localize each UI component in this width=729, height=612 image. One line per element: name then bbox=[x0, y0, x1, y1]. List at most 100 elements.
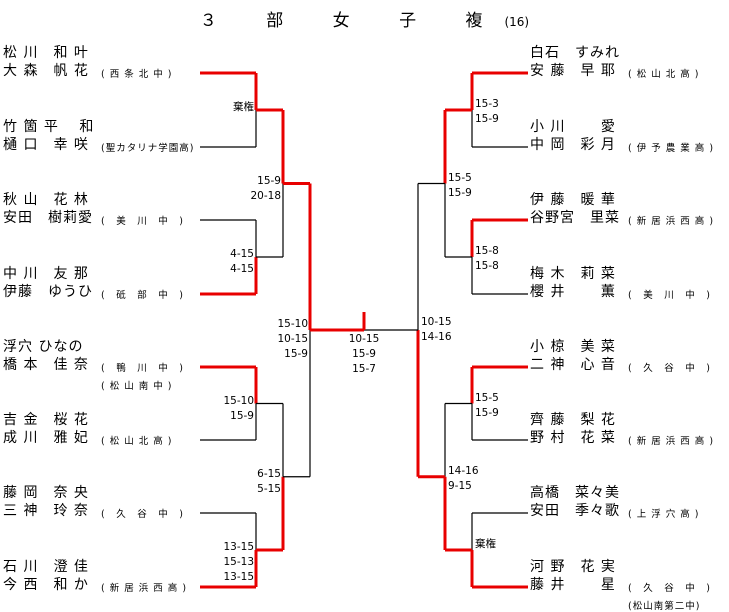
right-entry-school: ( 上 浮 穴 高 ) bbox=[628, 509, 700, 520]
player-name: 今 西 和 か bbox=[3, 577, 89, 593]
player-name: 竹 箇 平 和 bbox=[3, 119, 95, 135]
right-entry-school: ( 久 谷 中 ) bbox=[628, 363, 711, 374]
left-entry-names: 浮穴 ひなの橋 本 佳 奈 bbox=[3, 338, 89, 374]
right-r2-score: 15-5 15-9 bbox=[448, 171, 472, 201]
player-name: 小 川 愛 bbox=[530, 119, 616, 135]
title-draw-size: (16) bbox=[504, 15, 530, 29]
right-entry-school: ( 久 谷 中 ) bbox=[628, 583, 711, 594]
left-entry-names: 松 川 和 叶大 森 帆 花 bbox=[3, 44, 89, 80]
player-name: 安田 樹莉愛 bbox=[3, 210, 93, 226]
player-name: 白石 すみれ bbox=[530, 45, 620, 61]
left-entry-school: ( 松 山 北 高 ) bbox=[101, 436, 173, 447]
game-score: 15-9 bbox=[284, 348, 308, 360]
player-name: 成 川 雅 妃 bbox=[3, 430, 89, 446]
game-score: 6-15 bbox=[257, 467, 281, 480]
game-score: 10-15 bbox=[421, 316, 452, 328]
left-r2-score: 15-9 20-18 bbox=[250, 174, 281, 204]
player-name: 櫻 井 薫 bbox=[530, 284, 616, 300]
player-name: 松 川 和 叶 bbox=[3, 45, 89, 61]
player-name: 河 野 花 実 bbox=[530, 559, 616, 575]
right-r1-score: 15-5 15-9 bbox=[475, 391, 499, 421]
player-name: 中 岡 彩 月 bbox=[530, 137, 616, 153]
right-entry-names: 小 川 愛中 岡 彩 月 bbox=[530, 118, 616, 154]
game-score: 15-9 bbox=[475, 406, 499, 419]
left-entry-school: ( 西 条 北 中 ) bbox=[101, 69, 173, 80]
right-entry-school: ( 新 居 浜 西 高 ) bbox=[628, 216, 715, 227]
right-entry-school: ( 伊 予 農 業 高 ) bbox=[628, 143, 715, 154]
right-r1-score: 15-3 15-9 bbox=[475, 97, 499, 127]
left-entry-school: ( 美 川 中 ) bbox=[101, 216, 184, 227]
left-entry-names: 秋 山 花 林安田 樹莉愛 bbox=[3, 191, 93, 227]
game-score: 14-16 bbox=[448, 464, 479, 477]
player-name: 梅 木 莉 菜 bbox=[530, 266, 616, 282]
left-entry-school: ( 砥 部 中 ) bbox=[101, 290, 184, 301]
right-entry-school-2: (松山南第二中) bbox=[628, 601, 701, 612]
game-score: 15-9 bbox=[448, 186, 472, 199]
left-entry-names: 中 川 友 那伊藤 ゆうひ bbox=[3, 265, 93, 301]
right-entry-names: 齊 藤 梨 花野 村 花 菜 bbox=[530, 411, 616, 447]
player-name: 伊藤 ゆうひ bbox=[3, 284, 93, 300]
player-name: 高橋 菜々美 bbox=[530, 485, 620, 501]
player-name: 橋 本 佳 奈 bbox=[3, 357, 89, 373]
game-score: 棄権 bbox=[475, 538, 496, 550]
page-title: ３ 部 女 子 複(16) bbox=[0, 6, 729, 31]
left-entry-school: (聖カタリナ学園高) bbox=[101, 143, 195, 154]
player-name: 石 川 澄 佳 bbox=[3, 559, 89, 575]
player-name: 三 神 玲 奈 bbox=[3, 503, 89, 519]
player-name: 樋 口 幸 咲 bbox=[3, 137, 89, 153]
right-entry-names: 河 野 花 実藤 井 星 bbox=[530, 558, 616, 594]
player-name: 二 神 心 音 bbox=[530, 357, 616, 373]
game-score: 20-18 bbox=[250, 189, 281, 202]
player-name: 谷野宮 里菜 bbox=[530, 210, 620, 226]
left-r1-score: 4-15 4-15 bbox=[230, 247, 254, 277]
player-name: 小 椋 美 菜 bbox=[530, 339, 616, 355]
right-r2-score: 14-16 9-15 bbox=[448, 464, 479, 494]
player-name: 藤 岡 奈 央 bbox=[3, 485, 89, 501]
game-score: 10-15 bbox=[277, 333, 308, 345]
left-entry-names: 藤 岡 奈 央三 神 玲 奈 bbox=[3, 484, 89, 520]
game-score: 15-9 bbox=[475, 113, 499, 125]
game-score: 15-5 bbox=[448, 171, 472, 184]
game-score: 13-15 bbox=[223, 541, 254, 553]
left-entry-names: 竹 箇 平 和樋 口 幸 咲 bbox=[3, 118, 94, 154]
game-score: 15-7 bbox=[352, 363, 376, 375]
game-score: 15-10 bbox=[277, 318, 308, 330]
game-score: 5-15 bbox=[257, 482, 281, 495]
left-r3-score: 15-10 10-15 15-9 bbox=[277, 317, 308, 362]
left-entry-names: 吉 金 桜 花成 川 雅 妃 bbox=[3, 411, 89, 447]
game-score: 13-15 bbox=[223, 571, 254, 583]
right-entry-names: 白石 すみれ安 藤 早 耶 bbox=[530, 44, 620, 80]
right-entry-names: 伊 藤 暖 華谷野宮 里菜 bbox=[530, 191, 620, 227]
left-entry-school: ( 新 居 浜 西 高 ) bbox=[101, 583, 188, 594]
game-score: 15-9 bbox=[257, 174, 281, 187]
game-score: 15-3 bbox=[475, 98, 499, 110]
player-name: 藤 井 星 bbox=[530, 577, 616, 593]
left-r1-score: 13-15 15-13 13-15 bbox=[223, 540, 254, 585]
game-score: 4-15 bbox=[230, 263, 254, 275]
player-name: 吉 金 桜 花 bbox=[3, 412, 89, 428]
right-entry-school: ( 新 居 浜 西 高 ) bbox=[628, 436, 715, 447]
right-entry-names: 高橋 菜々美安田 季々歌 bbox=[530, 484, 620, 520]
left-entry-school: ( 鴨 川 中 ) bbox=[101, 363, 184, 374]
right-entry-school: ( 美 川 中 ) bbox=[628, 290, 711, 301]
right-entry-names: 梅 木 莉 菜櫻 井 薫 bbox=[530, 265, 616, 301]
game-score: 15-10 bbox=[223, 394, 254, 407]
left-entry-school-2: ( 松 山 南 中 ) bbox=[101, 381, 173, 392]
player-name: 秋 山 花 林 bbox=[3, 192, 89, 208]
left-r2-score: 6-15 5-15 bbox=[257, 467, 281, 497]
game-score: 15-13 bbox=[223, 556, 254, 568]
left-r1-score: 棄権 bbox=[233, 100, 254, 115]
right-entry-school: ( 松 山 北 高 ) bbox=[628, 69, 700, 80]
game-score: 9-15 bbox=[448, 479, 472, 492]
game-score: 15-5 bbox=[475, 391, 499, 404]
game-score: 4-15 bbox=[230, 248, 254, 260]
game-score: 10-15 bbox=[348, 333, 380, 345]
title-main: ３ 部 女 子 複 bbox=[199, 11, 505, 31]
player-name: 野 村 花 菜 bbox=[530, 430, 616, 446]
left-entry-school: ( 久 谷 中 ) bbox=[101, 509, 184, 520]
